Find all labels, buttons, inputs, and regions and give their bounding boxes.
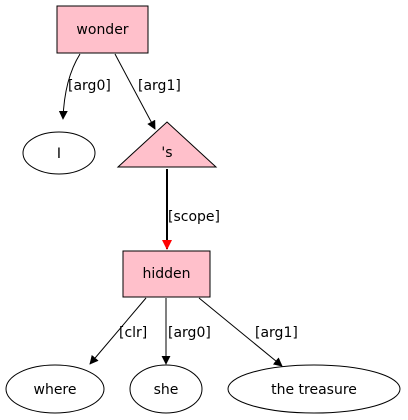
edge-label-hidden-where: [clr]	[119, 325, 147, 341]
node-hidden-label: hidden	[142, 266, 190, 282]
node-where[interactable]: where	[5, 364, 105, 414]
edge-hidden-where	[89, 297, 147, 365]
node-hidden[interactable]: hidden	[122, 250, 211, 298]
node-i-label: I	[57, 146, 61, 162]
edge-label-wonder-s: [arg1]	[138, 78, 181, 94]
edge-label-wonder-i: [arg0]	[68, 78, 111, 94]
node-s[interactable]: 's	[116, 121, 218, 168]
edge-hidden-treasure	[198, 297, 283, 367]
node-treasure[interactable]: the treasure	[227, 364, 401, 414]
node-wonder-label: wonder	[76, 22, 128, 38]
node-where-label: where	[34, 382, 77, 398]
node-wonder[interactable]: wonder	[56, 5, 149, 54]
node-she-label: she	[154, 382, 179, 398]
edge-label-hidden-treasure: [arg1]	[255, 325, 298, 341]
node-she[interactable]: she	[129, 364, 203, 414]
edge-wonder-i	[58, 53, 81, 120]
edge-label-hidden-she: [arg0]	[168, 325, 211, 341]
edge-wonder-s	[114, 53, 156, 130]
edge-label-s-hidden: [scope]	[168, 209, 220, 225]
node-s-label: 's	[161, 145, 172, 161]
node-treasure-label: the treasure	[271, 382, 357, 398]
node-i[interactable]: I	[22, 131, 96, 175]
